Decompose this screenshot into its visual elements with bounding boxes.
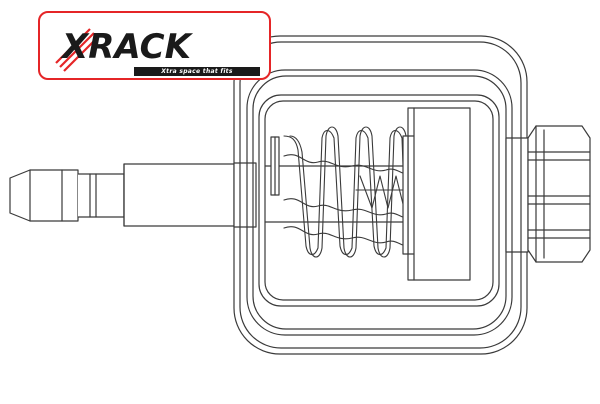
shaft [123,162,413,228]
piston-plate [402,107,471,281]
logo-wordmark: XRACK [60,27,194,67]
right-connector [505,137,529,253]
hose-nozzle [9,169,125,222]
logo-accent-stripes [55,28,99,72]
inner-chamber [258,94,500,307]
logo-tagline: Xtra space that fits [134,67,260,76]
xrack-logo-mark: XRACK [55,27,194,72]
spring-retainer [270,136,280,196]
coil-spring [283,126,411,258]
xrack-logo: XRACK Xtra space that fits [38,11,271,80]
hex-nut [527,125,591,263]
